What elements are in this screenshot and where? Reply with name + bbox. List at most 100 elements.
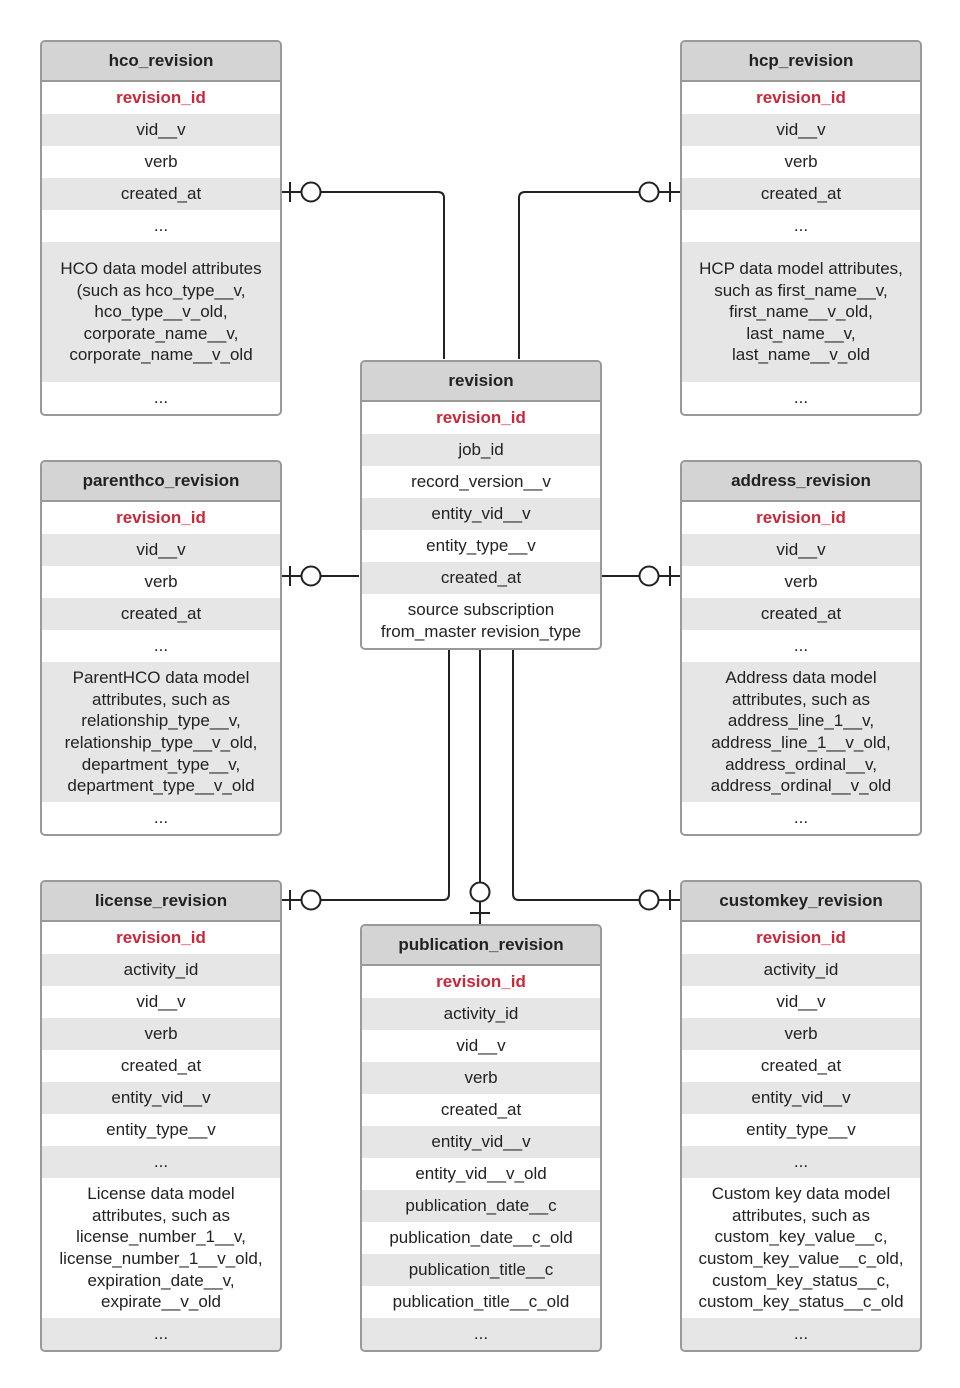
description-line: corporate_name__v_old	[69, 345, 253, 365]
field-row: activity_id	[42, 954, 280, 986]
description-line: (such as hco_type__v,	[76, 280, 246, 300]
field-row: created_at	[42, 598, 280, 630]
field-row: record_version__v	[411, 472, 551, 492]
zero-address	[638, 565, 660, 587]
primary-key-field: revision_id	[756, 928, 846, 948]
field-row: vid__v	[682, 534, 920, 566]
field-row: vid__v	[136, 992, 186, 1012]
field-row: vid__v	[682, 114, 920, 146]
description-line: relationship_type__v,	[81, 711, 241, 731]
description-line: ParentHCO data model	[72, 668, 250, 688]
description-line: department_type__v_old	[67, 776, 255, 796]
field-row: activity_id	[362, 998, 600, 1030]
field-row: entity_type__v	[426, 536, 536, 556]
connector-revision-license	[280, 646, 450, 901]
ellipsis-row: ...	[362, 1318, 600, 1350]
ellipsis-row: ...	[682, 1318, 920, 1350]
field-row: vid__v	[776, 992, 826, 1012]
field-row: vid__v	[42, 534, 280, 566]
description-line: address_ordinal__v,	[725, 754, 877, 774]
description-line: address_line_1__v,	[727, 711, 875, 731]
description-line: custom_key_value__c,	[714, 1227, 888, 1247]
field-row: created_at	[120, 1056, 202, 1076]
field-row: created_at	[42, 178, 280, 210]
description-line: custom_key_status__c,	[712, 1270, 890, 1290]
connector-revision-hcp	[518, 191, 680, 359]
description-line: corporate_name__v,	[83, 323, 239, 343]
ellipsis-row: ...	[153, 216, 169, 236]
field-row: publication_date__c_old	[389, 1228, 573, 1248]
ellipsis-row: ...	[793, 808, 809, 828]
description-line: address_line_1__v_old,	[711, 733, 891, 752]
description-line: relationship_type__v_old,	[64, 733, 258, 752]
description-line: such as first_name__v,	[714, 280, 888, 300]
description-line: license_number_1__v_old,	[59, 1249, 263, 1268]
description-line: attributes, such as	[92, 1205, 230, 1225]
description-line: Custom key data model	[711, 1184, 891, 1204]
description-line: HCP data model attributes,	[699, 259, 903, 279]
description-line: expirate__v_old	[100, 1292, 222, 1312]
primary-key-field: revision_id	[436, 972, 526, 992]
description-line: address_ordinal__v_old	[710, 776, 892, 796]
ellipsis-row: ...	[153, 636, 169, 656]
field-row: publication_date__c	[362, 1190, 600, 1222]
zero-hcp	[638, 181, 660, 203]
field-row: publication_title__c_old	[392, 1292, 570, 1312]
entity-title: hco_revision	[42, 42, 280, 82]
description-line: expiration_date__v,	[87, 1270, 235, 1290]
field-row: verb	[682, 1018, 920, 1050]
field-row: verb	[144, 152, 178, 172]
field-row: created_at	[760, 1056, 842, 1076]
zero-hco	[300, 181, 322, 203]
ellipsis-row: ...	[153, 808, 169, 828]
field-row: created_at	[682, 598, 920, 630]
entity-title: address_revision	[682, 462, 920, 502]
description-line: last_name__v,	[746, 323, 856, 343]
description-line: custom_key_value__c_old,	[698, 1249, 904, 1268]
ellipsis-row: ...	[793, 636, 809, 656]
description-line: license_number_1__v,	[76, 1227, 246, 1247]
field-row: entity_vid__v_old	[415, 1164, 547, 1184]
connector-revision-hco	[280, 191, 445, 359]
primary-key-field: revision_id	[756, 508, 846, 528]
description-line: Address data model	[725, 668, 877, 688]
attributes-description: HCO data model attributes(such as hco_ty…	[42, 242, 280, 382]
field-row: created_at	[682, 178, 920, 210]
field-row: verb	[784, 572, 818, 592]
entity-publication-revision[interactable]: publication_revision revision_id activity…	[360, 924, 602, 1352]
ellipsis-row: ...	[793, 388, 809, 408]
field-row: entity_vid__v	[42, 1082, 280, 1114]
entity-title: hcp_revision	[682, 42, 920, 82]
field-row: entity_type__v	[106, 1120, 216, 1140]
field-row: job_id	[362, 434, 600, 466]
ellipsis-row: ...	[42, 1146, 280, 1178]
field-row: created_at	[440, 1100, 522, 1120]
description-line: first_name__v_old,	[729, 302, 873, 322]
description-line: from_master revision_type	[380, 622, 582, 641]
description-line: attributes, such as	[732, 689, 870, 709]
description-line: License data model	[87, 1184, 235, 1204]
field-row: verb	[144, 572, 178, 592]
description-line: hco_type__v_old,	[94, 302, 228, 322]
description-line: HCO data model attributes	[60, 259, 262, 279]
field-row: verb	[362, 1062, 600, 1094]
zero-customkey	[638, 889, 660, 911]
description-line: last_name__v_old	[732, 345, 870, 365]
entity-title: license_revision	[42, 882, 280, 922]
entity-title: publication_revision	[362, 926, 600, 966]
entity-title: customkey_revision	[682, 882, 920, 922]
connector-revision-customkey	[512, 646, 680, 901]
